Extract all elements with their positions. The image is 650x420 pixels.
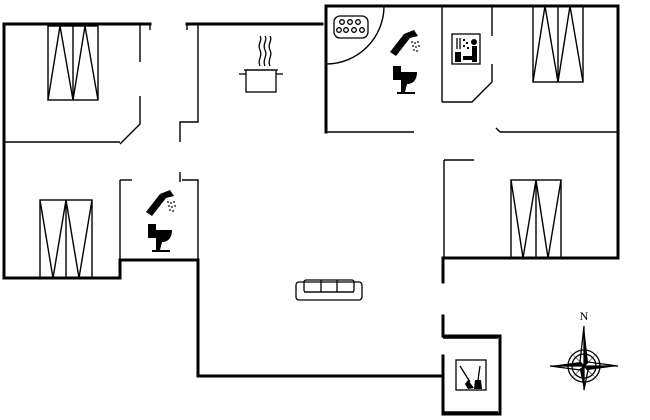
door-stubs [149,24,501,133]
shower-icon-2 [146,190,176,216]
bed-3 [532,5,584,83]
whirlpool-icon [333,15,369,39]
bed-2 [39,199,93,279]
wall-storage [441,314,502,416]
cooking-pot-icon [239,35,283,93]
wall-bottom-left [2,258,442,378]
wall-bath1-top-right [182,179,199,260]
utility-room-icon [455,359,487,391]
door-stub-3 [495,127,501,133]
walls [2,4,620,416]
toilet-icon [393,66,417,94]
bed-4 [510,179,562,259]
compass-rose-icon: N [549,309,619,391]
wall-bedroom1-diag [119,96,141,145]
toilet-icon-2 [148,224,172,252]
beds [39,5,584,279]
sauna-icon [451,33,481,65]
wall-sauna-bottom [442,64,493,103]
wall-kitchen-left [179,24,199,142]
bed-1 [47,25,99,101]
compass-north-label: N [580,309,589,323]
sofa-icon [295,279,363,301]
whirlpool-arc [325,5,385,65]
shower-icon [390,30,420,56]
